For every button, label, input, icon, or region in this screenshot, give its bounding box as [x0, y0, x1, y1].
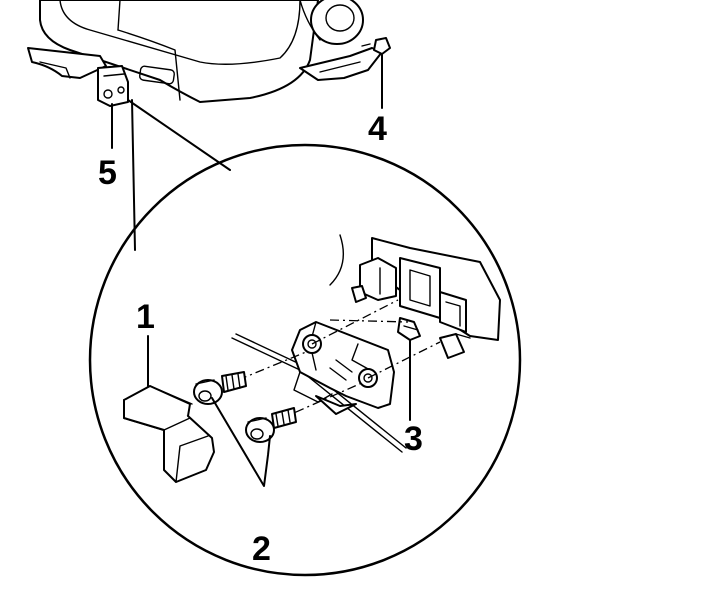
bolt-lower: [245, 407, 297, 443]
callout-1: 1: [136, 298, 155, 336]
zoom-line-upper: [127, 99, 231, 171]
leader-line-2: [211, 397, 271, 487]
callout-3: 3: [404, 420, 423, 458]
bolt-upper: [193, 371, 247, 405]
callout-5: 5: [98, 154, 117, 192]
seat-assembly: [27, 0, 391, 107]
detail-magnifier-circle: [88, 143, 522, 577]
callout-4: 4: [368, 110, 387, 148]
callout-2: 2: [252, 530, 271, 568]
zoom-line-left: [131, 99, 136, 251]
detail-view: [123, 234, 501, 483]
cover-cap: [123, 385, 215, 483]
